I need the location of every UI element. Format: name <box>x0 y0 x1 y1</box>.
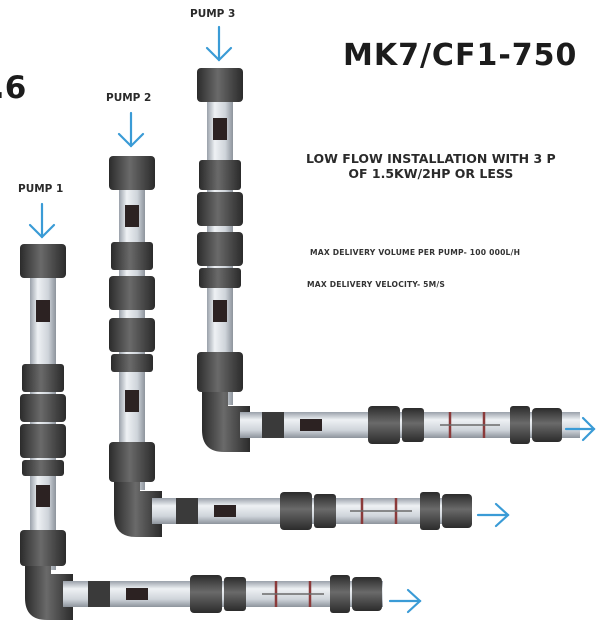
pump-3-assembly <box>197 68 580 452</box>
pump-2-outflow-arrow <box>476 502 510 528</box>
pump-2-label: PUMP 2 <box>106 92 152 104</box>
product-title: MK7/CF1-750 <box>343 38 578 73</box>
description-line-1: LOW FLOW INSTALLATION WITH 3 P <box>306 151 556 166</box>
pump-3-inflow-arrow <box>205 25 233 62</box>
pump-1-inflow-arrow <box>28 202 56 239</box>
spec-max-volume: MAX DELIVERY VOLUME PER PUMP- 100 000L/H <box>310 248 521 257</box>
pump-3-outflow-arrow <box>564 416 596 442</box>
installation-description: LOW FLOW INSTALLATION WITH 3 P OF 1.5KW/… <box>306 151 556 181</box>
pump-2-inflow-arrow <box>117 111 145 148</box>
spec-max-velocity: MAX DELIVERY VELOCITY- 5M/S <box>307 280 446 289</box>
pump-1-assembly <box>20 244 383 620</box>
description-line-2: OF 1.5KW/2HP OR LESS <box>348 166 514 181</box>
pump-1-outflow-arrow <box>388 588 422 614</box>
pump-2-assembly <box>109 156 472 537</box>
pump-3-label: PUMP 3 <box>190 8 236 20</box>
clipped-heading: .6 <box>0 70 27 106</box>
outflow-arrows <box>388 416 596 614</box>
inflow-arrows <box>28 25 233 239</box>
pump-1-label: PUMP 1 <box>18 183 64 195</box>
